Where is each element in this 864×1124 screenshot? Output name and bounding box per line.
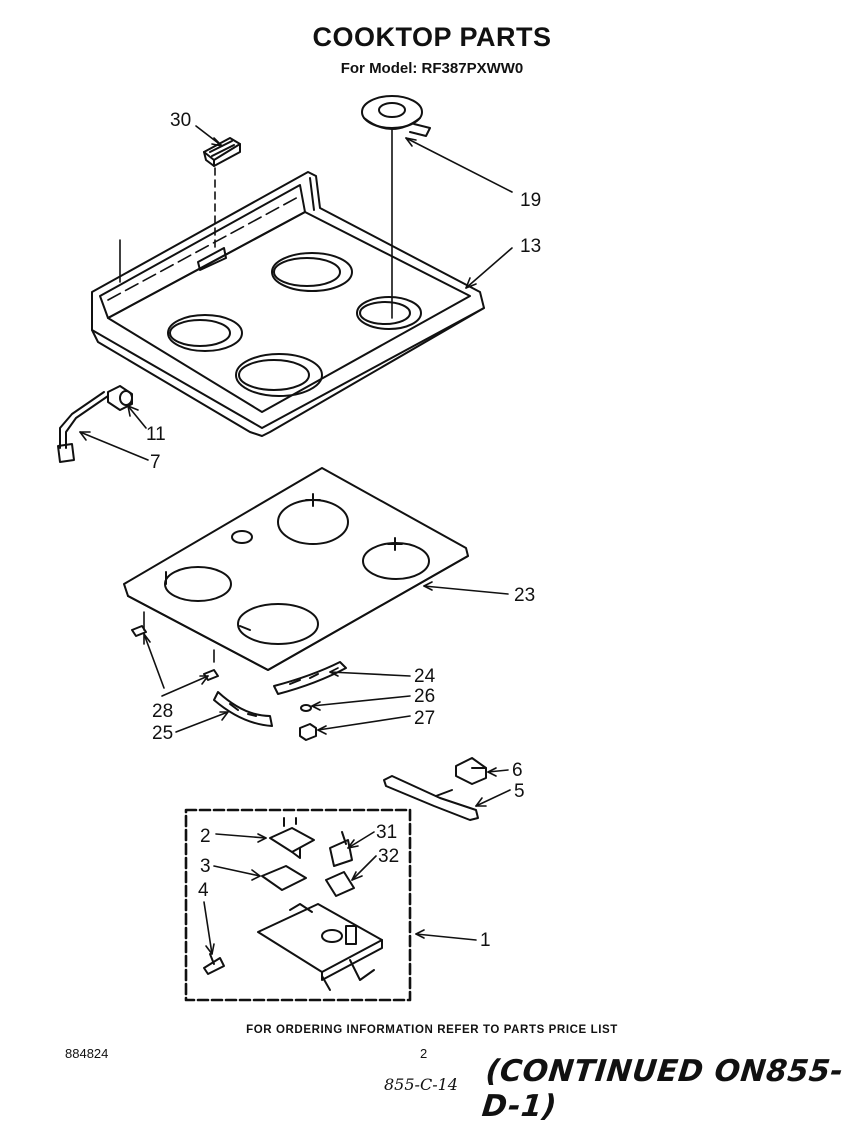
part-25-bracket <box>213 691 273 727</box>
part-3-plate <box>261 865 307 891</box>
part-24-bracket <box>273 661 347 695</box>
callout-3: 3 <box>200 856 211 877</box>
part-28-clip-upper <box>131 625 147 637</box>
page-number: 2 <box>420 1046 428 1061</box>
continued-note: (CONTINUED ON855-D-1) <box>480 1054 846 1124</box>
handwritten-reference: 855-C-14 <box>384 1075 458 1094</box>
part-4-clip <box>203 953 225 975</box>
callout-25: 25 <box>152 723 173 744</box>
callout-13: 13 <box>520 236 541 257</box>
part-19-element <box>361 95 431 319</box>
callout-6: 6 <box>512 760 523 781</box>
cooktop-main-top <box>91 167 485 437</box>
part-6-connector <box>455 757 487 785</box>
document-number: 884824 <box>65 1046 109 1061</box>
callout-7: 7 <box>150 452 161 473</box>
part-5-bracket-bar <box>383 775 479 821</box>
ordering-info-note: FOR ORDERING INFORMATION REFER TO PARTS … <box>246 1024 618 1036</box>
callout-26: 26 <box>414 686 435 707</box>
callout-28: 28 <box>152 701 173 722</box>
part-26-washer <box>300 704 312 712</box>
part-1-assembly-frame <box>184 808 412 1002</box>
callout-19: 19 <box>520 190 541 211</box>
part-32-bracket <box>325 871 355 897</box>
callout-31: 31 <box>376 822 397 843</box>
callout-24: 24 <box>414 666 436 687</box>
part-30-bracket <box>203 137 241 167</box>
callout-32: 32 <box>378 846 399 867</box>
callout-2: 2 <box>200 826 211 847</box>
part-31-bracket <box>329 831 353 867</box>
callout-1: 1 <box>480 930 491 951</box>
callout-27: 27 <box>414 708 435 729</box>
part-2-switch <box>269 817 315 859</box>
part-1-main-assembly <box>257 903 383 991</box>
part-23-burner-box <box>123 467 469 671</box>
callout-11: 11 <box>146 424 166 445</box>
part-27-nut <box>299 723 317 741</box>
callout-5: 5 <box>514 781 525 802</box>
callout-4: 4 <box>198 880 209 901</box>
part-7-wire-lead <box>57 391 109 463</box>
callout-23: 23 <box>514 585 535 606</box>
part-11-terminal-block <box>107 385 133 411</box>
page-title: COOKTOP PARTS <box>312 22 552 52</box>
callout-30: 30 <box>170 110 191 131</box>
leader-lines <box>79 125 513 955</box>
model-subtitle: For Model: RF387PXWW0 <box>340 60 524 77</box>
